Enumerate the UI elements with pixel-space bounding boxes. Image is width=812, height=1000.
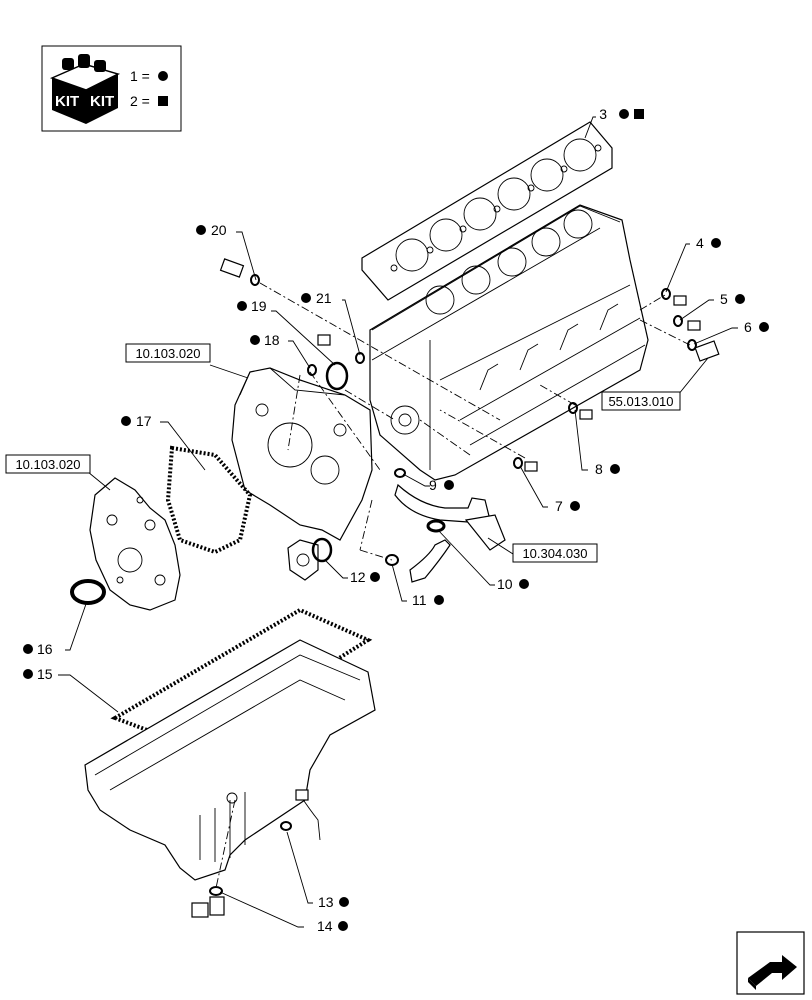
timing-gasket [165,445,253,555]
engine-block [369,204,649,481]
callout-21: 21 [301,290,332,306]
kit-legend: KIT KIT 1 = 2 = [41,45,182,132]
svg-text:17: 17 [136,413,152,429]
ref-box-oil-pipe[interactable]: 10.304.030 [512,543,598,563]
callout-5: 5 [720,291,745,307]
leader-lines [58,116,738,928]
legend-square-symbol [158,96,168,106]
callout-6: 6 [744,319,769,335]
svg-text:7: 7 [555,498,563,514]
svg-text:8: 8 [595,461,603,477]
kit-box-icon: KIT KIT [49,54,121,124]
svg-text:20: 20 [211,222,227,238]
svg-text:4: 4 [696,235,704,251]
callout-16: 16 [23,641,53,657]
callout-18: 18 [250,332,280,348]
svg-text:10: 10 [497,576,513,592]
svg-text:10.103.020: 10.103.020 [15,457,80,472]
svg-text:21: 21 [316,290,332,306]
svg-text:19: 19 [251,298,267,314]
svg-text:10.304.030: 10.304.030 [522,546,587,561]
svg-text:15: 15 [37,666,53,682]
svg-text:9: 9 [429,477,437,493]
callout-14: 14 [317,918,348,934]
ref-box-sensor[interactable]: 55.013.010 [601,391,681,411]
callout-19: 19 [237,298,267,314]
callout-17: 17 [121,413,152,429]
oil-pan [84,639,376,881]
alignment-lines [215,282,691,889]
head-gasket [361,121,613,301]
callout-13: 13 [318,894,349,910]
kit-label-right: KIT [90,93,114,110]
callout-12: 12 [350,569,380,585]
ref-box-timing-plate[interactable]: 10.103.020 [5,454,91,474]
svg-text:13: 13 [318,894,334,910]
svg-text:10.103.020: 10.103.020 [135,346,200,361]
svg-text:12: 12 [350,569,366,585]
svg-text:55.013.010: 55.013.010 [608,394,673,409]
timing-housing [231,367,373,541]
legend-row-2-text: 2 = [130,93,150,109]
callout-8: 8 [595,461,620,477]
kit-label-left: KIT [55,93,79,110]
callout-4: 4 [696,235,721,251]
svg-text:16: 16 [37,641,53,657]
small-cover [287,539,319,581]
svg-text:18: 18 [264,332,280,348]
next-page-arrow-icon[interactable] [736,931,805,995]
callout-9: 9 [429,477,454,493]
callout-15: 15 [23,666,53,682]
callout-3: 3 [599,106,644,122]
front-cover-plate [89,477,181,611]
legend-row-1-text: 1 = [130,68,150,84]
callout-11: 11 [412,592,444,608]
callout-20: 20 [196,222,227,238]
ref-box-front-cover[interactable]: 10.103.020 [125,343,211,363]
legend-circle-symbol [158,71,168,81]
svg-text:5: 5 [720,291,728,307]
oil-pickup-pipe [394,483,506,583]
svg-text:3: 3 [599,106,607,122]
plugs-and-bolts [191,258,720,918]
svg-text:14: 14 [317,918,333,934]
svg-text:11: 11 [412,592,427,608]
svg-text:6: 6 [744,319,752,335]
front-seal [70,579,106,605]
callout-7: 7 [555,498,580,514]
callout-10: 10 [497,576,529,592]
